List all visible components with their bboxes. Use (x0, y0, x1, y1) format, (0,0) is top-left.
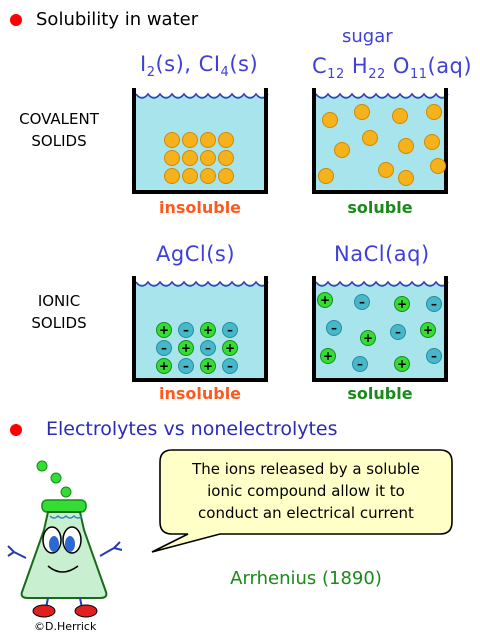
svg-text:+: + (203, 323, 213, 337)
bullet-icon (10, 424, 22, 436)
section-heading-solubility: Solubility in water (36, 9, 199, 30)
cation-icon: + (200, 358, 216, 374)
cation-icon: + (317, 292, 333, 308)
beaker-covalent-insoluble (132, 88, 269, 194)
molecule (362, 130, 378, 146)
cation-icon: + (178, 340, 194, 356)
formula-sugar: C12 H22 O11(aq) (312, 54, 473, 83)
molecule (218, 132, 234, 148)
svg-text:–: – (183, 359, 189, 373)
copyright-label: ©D.Herrick (34, 620, 97, 633)
svg-text:–: – (227, 323, 233, 337)
svg-text:–: – (161, 341, 167, 355)
molecule (322, 112, 338, 128)
svg-text:–: – (431, 349, 437, 363)
status-soluble-covalent: soluble (347, 198, 413, 217)
cation-icon: + (360, 330, 376, 346)
svg-text:+: + (225, 341, 235, 355)
svg-text:–: – (357, 357, 363, 371)
svg-text:+: + (423, 323, 433, 337)
anion-icon: – (178, 358, 194, 374)
status-soluble-ionic: soluble (347, 384, 413, 403)
flask-character-icon (7, 460, 123, 618)
molecule (334, 142, 350, 158)
cation-icon: + (200, 322, 216, 338)
cation-icon: + (156, 358, 172, 374)
beaker-ionic-soluble: +–+––+–++–+– (312, 276, 449, 382)
credit-arrhenius: Arrhenius (1890) (230, 568, 382, 589)
svg-text:–: – (205, 341, 211, 355)
cation-icon: + (222, 340, 238, 356)
molecule (200, 132, 216, 148)
molecule (182, 132, 198, 148)
formula-iodine: I2(s), CI4(s) (140, 52, 259, 81)
molecule (354, 104, 370, 120)
beaker-covalent-soluble (312, 88, 449, 194)
svg-text:+: + (323, 349, 333, 363)
svg-text:+: + (363, 331, 373, 345)
cation-icon: + (320, 348, 336, 364)
cation-icon: + (420, 322, 436, 338)
formula-agcl: AgCl(s) (156, 242, 236, 266)
anion-icon: – (390, 324, 406, 340)
molecule (426, 104, 442, 120)
svg-text:–: – (331, 321, 337, 335)
bullet-icon (10, 14, 22, 26)
svg-text:+: + (159, 323, 169, 337)
cation-icon: + (394, 296, 410, 312)
svg-text:–: – (395, 325, 401, 339)
molecule (218, 168, 234, 184)
molecule (392, 108, 408, 124)
molecule (430, 158, 446, 174)
svg-text:+: + (320, 293, 330, 307)
anion-icon: – (156, 340, 172, 356)
row-label-ionic: IONIC SOLIDS (31, 292, 87, 332)
status-insoluble-covalent: insoluble (158, 198, 242, 217)
svg-text:+: + (203, 359, 213, 373)
molecule (378, 162, 394, 178)
molecule (218, 150, 234, 166)
svg-text:–: – (227, 359, 233, 373)
anion-icon: – (326, 320, 342, 336)
speech-bubble-text: The ions released by a soluble ionic com… (192, 460, 420, 522)
svg-text:–: – (431, 297, 437, 311)
cation-icon: + (394, 356, 410, 372)
anion-icon: – (178, 322, 194, 338)
section-heading-electrolytes: Electrolytes vs nonelectrolytes (46, 418, 338, 440)
svg-text:+: + (397, 357, 407, 371)
anion-icon: – (354, 294, 370, 310)
molecule (164, 168, 180, 184)
anion-icon: – (222, 358, 238, 374)
molecule (182, 168, 198, 184)
molecule (424, 134, 440, 150)
status-insoluble-ionic: insoluble (158, 384, 242, 403)
molecule (318, 168, 334, 184)
anion-icon: – (426, 296, 442, 312)
anion-icon: – (222, 322, 238, 338)
molecule (164, 150, 180, 166)
molecule (200, 150, 216, 166)
molecule (398, 170, 414, 186)
speech-bubble (151, 449, 453, 553)
svg-text:+: + (159, 359, 169, 373)
anion-icon: – (200, 340, 216, 356)
row-label-covalent: COVALENT SOLIDS (19, 110, 99, 150)
sugar-label: sugar (342, 26, 393, 47)
anion-icon: – (426, 348, 442, 364)
svg-text:+: + (181, 341, 191, 355)
molecule (164, 132, 180, 148)
formula-nacl: NaCl(aq) (334, 242, 430, 266)
molecule (398, 138, 414, 154)
svg-text:+: + (397, 297, 407, 311)
molecule (182, 150, 198, 166)
svg-text:–: – (359, 295, 365, 309)
cation-icon: + (156, 322, 172, 338)
molecule (200, 168, 216, 184)
beaker-ionic-insoluble: +–+––+–++–+– (132, 276, 269, 382)
anion-icon: – (352, 356, 368, 372)
svg-text:–: – (183, 323, 189, 337)
